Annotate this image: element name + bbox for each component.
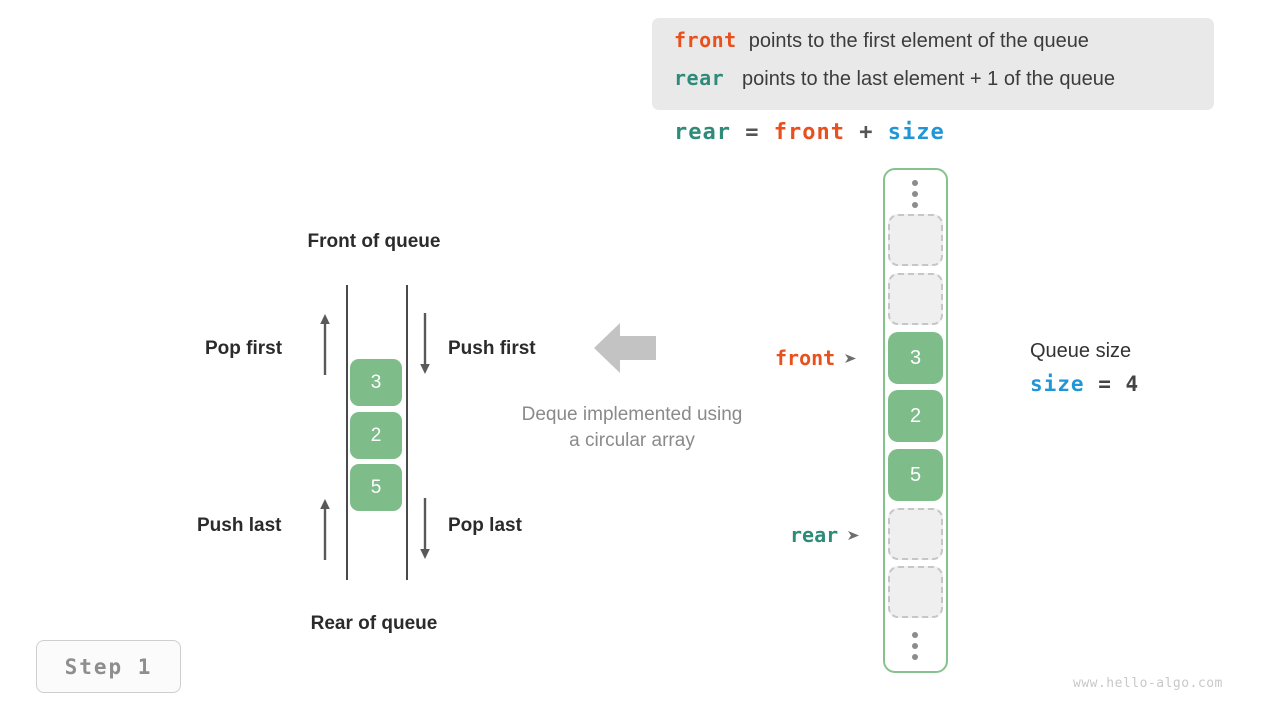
legend-row-front: front points to the first element of the…: [674, 28, 1196, 64]
deque-note: Deque implemented using a circular array: [490, 402, 774, 453]
queue-size-var: size: [1030, 372, 1085, 396]
arrow-up-icon: [320, 499, 330, 560]
array-cell: [888, 273, 943, 325]
formula-rear-equation: rear = front + size: [674, 120, 945, 145]
deque-note-line-2: a circular array: [569, 429, 695, 451]
array-cell: [888, 214, 943, 266]
pointer-rear: rear: [790, 523, 860, 547]
queue-size-block: Queue size size = 4: [1030, 340, 1139, 396]
pointer-front-label: front: [775, 346, 836, 370]
step-badge: Step 1: [36, 640, 181, 693]
legend-desc-rear: points to the last element + 1 of the qu…: [742, 68, 1116, 90]
deque-op-push-first: Push first: [448, 338, 536, 359]
legend-desc-front: points to the first element of the queue: [748, 30, 1089, 52]
legend-term-rear: rear: [674, 66, 725, 90]
deque-note-line-1: Deque implemented using: [521, 404, 743, 425]
pointer-rear-label: rear: [790, 523, 839, 547]
deque-title-front: Front of queue: [307, 231, 441, 252]
deque-op-pop-first: Pop first: [205, 338, 283, 359]
arrow-up-icon: [320, 314, 330, 375]
array-cell: 3: [888, 332, 943, 384]
formula-plus: +: [859, 120, 874, 145]
deque-op-push-last: Push last: [197, 515, 282, 536]
pointer-triangle-icon: [845, 353, 857, 363]
formula-rhs2: size: [887, 120, 945, 145]
legend-row-rear: rear points to the last element + 1 of t…: [674, 66, 1196, 102]
queue-size-title: Queue size: [1030, 340, 1132, 362]
arrow-down-icon: [420, 498, 430, 559]
queue-size-expression: size = 4: [1030, 372, 1139, 396]
formula-lhs: rear: [674, 120, 731, 145]
legend-term-front: front: [674, 28, 737, 52]
watermark: www.hello-algo.com: [1073, 676, 1223, 691]
arrow-down-icon: [420, 313, 430, 374]
legend-box: front points to the first element of the…: [652, 18, 1214, 110]
formula-eq: =: [745, 120, 760, 145]
deque-cell: 3: [350, 359, 402, 406]
arrow-left-icon: [594, 323, 656, 373]
formula-rhs1: front: [773, 120, 845, 145]
ellipsis-bottom-icon: [909, 632, 921, 660]
array-cell: [888, 508, 943, 560]
deque-cell: 2: [350, 412, 402, 459]
deque-title-rear: Rear of queue: [310, 613, 438, 634]
array-cell: 2: [888, 390, 943, 442]
deque-left-rail: [346, 285, 348, 580]
queue-size-value: 4: [1125, 372, 1140, 396]
array-cell: 5: [888, 449, 943, 501]
ellipsis-top-icon: [909, 180, 921, 208]
deque-right-rail: [406, 285, 408, 580]
pointer-triangle-icon: [848, 530, 860, 540]
queue-size-eq: =: [1098, 372, 1112, 396]
pointer-front: front: [775, 346, 857, 370]
deque-op-pop-last: Pop last: [448, 515, 522, 536]
array-cell: [888, 566, 943, 618]
deque-cell: 5: [350, 464, 402, 511]
